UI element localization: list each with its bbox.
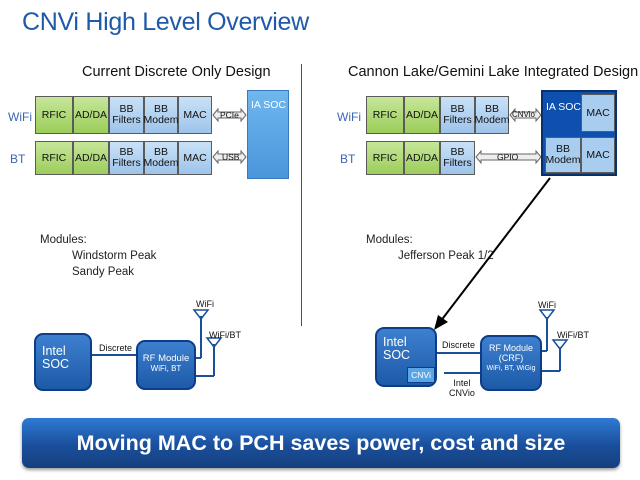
- right-wifi-label: WiFi: [337, 110, 361, 124]
- right-soc-mac-bt: MAC: [581, 137, 615, 173]
- left-ia-soc: IA SOC: [247, 90, 289, 179]
- left-bt-bb-filters: BB Filters: [109, 141, 144, 175]
- right-modules-heading: Modules:: [366, 234, 413, 246]
- left-wifi-rfic: RFIC: [35, 96, 73, 134]
- left-usb-label: USB: [222, 152, 240, 162]
- right-bt-adda: AD/DA: [404, 141, 440, 175]
- right-soc-mac: MAC: [581, 94, 615, 132]
- left-link-label: Discrete: [99, 343, 133, 353]
- right-rf-module: RF Module (CRF) WiFi, BT, WiGig: [480, 335, 542, 391]
- right-antenna-2-icon: [551, 339, 569, 351]
- right-intel-soc-label: Intel SOC: [383, 335, 411, 362]
- left-intel-soc: Intel SOC: [34, 333, 92, 391]
- left-wifi-mac: MAC: [178, 96, 212, 134]
- right-antenna-lines: [432, 309, 569, 374]
- left-wifi-bb-modem: BB Modem: [144, 96, 179, 134]
- right-cnvio-label: CNVio: [512, 110, 535, 119]
- left-bt-mac: MAC: [178, 141, 212, 175]
- left-module-item: Sandy Peak: [72, 266, 135, 278]
- left-wifi-bb-filters: BB Filters: [109, 96, 144, 134]
- right-rf-module-title: RF Module (CRF): [488, 343, 533, 363]
- right-bt-rfic: RFIC: [366, 141, 404, 175]
- left-bt-adda: AD/DA: [73, 141, 109, 175]
- integration-arrow: [434, 177, 551, 330]
- right-rf-module-sub: WiFi, BT, WiGig: [486, 365, 536, 372]
- left-bus-arrows: [212, 107, 247, 165]
- left-antenna-1-label: WiFi: [196, 299, 214, 309]
- left-wifi-label: WiFi: [8, 110, 32, 124]
- left-module-item: Windstorm Peak: [72, 250, 157, 262]
- left-antenna-1-icon: [192, 309, 210, 321]
- right-modules: Modules: Jefferson Peak 1/2: [366, 232, 494, 264]
- left-usb-arrow: [212, 149, 247, 165]
- left-rf-module-sub: WiFi, BT: [150, 364, 182, 373]
- left-bt-bb-modem: BB Modem: [144, 141, 179, 175]
- right-gpio-label: GPIO: [497, 152, 519, 162]
- summary-banner-text: Moving MAC to PCH saves power, cost and …: [76, 430, 566, 455]
- left-wifi-adda: AD/DA: [73, 96, 109, 134]
- right-heading: Cannon Lake/Gemini Lake Integrated Desig…: [348, 64, 639, 80]
- left-pcie-arrow: [212, 107, 247, 123]
- right-link-label-2: Intel CNVio: [449, 378, 475, 398]
- right-bt-bb-filters: BB Filters: [440, 141, 475, 175]
- right-soc-bb-modem: BB Modem: [545, 137, 581, 173]
- left-antenna-2-label: WiFi/BT: [209, 330, 241, 340]
- page-title: CNVi High Level Overview: [22, 8, 309, 36]
- left-modules-heading: Modules:: [40, 234, 87, 246]
- right-cnvi-tag: CNVi: [407, 367, 435, 383]
- right-antenna-1-label: WiFi: [538, 300, 556, 310]
- right-ia-soc: IA SOC MAC BB Modem MAC: [541, 90, 617, 176]
- left-antenna-2-icon: [205, 337, 223, 349]
- right-wifi-rfic: RFIC: [366, 96, 404, 134]
- left-bt-rfic: RFIC: [35, 141, 73, 175]
- left-heading: Current Discrete Only Design: [82, 64, 271, 80]
- left-bt-label: BT: [10, 152, 26, 166]
- left-pcie-label: PCIe: [220, 110, 239, 120]
- left-modules: Modules: Windstorm Peak Sandy Peak: [40, 232, 156, 280]
- right-wifi-bb-filters: BB Filters: [440, 96, 475, 134]
- right-wifi-adda: AD/DA: [404, 96, 440, 134]
- left-intel-soc-label: Intel SOC: [42, 344, 70, 371]
- center-divider: [301, 64, 302, 326]
- right-antenna-1-icon: [538, 309, 556, 321]
- right-intel-soc: Intel SOC CNVi: [375, 327, 437, 387]
- right-bt-label: BT: [340, 152, 356, 166]
- summary-banner: Moving MAC to PCH saves power, cost and …: [22, 418, 620, 468]
- right-ia-soc-label: IA SOC: [546, 101, 582, 113]
- right-bus-arrows: [475, 107, 542, 165]
- right-antenna-2-label: WiFi/BT: [557, 330, 589, 340]
- right-link-label: Discrete: [442, 340, 476, 350]
- right-wifi-bb-modem: BB Modem: [475, 96, 510, 134]
- left-rf-module-title: RF Module: [142, 353, 190, 364]
- left-ia-soc-label: IA SOC: [251, 99, 287, 111]
- left-rf-module: RF Module WiFi, BT: [136, 340, 196, 390]
- right-module-item: Jefferson Peak 1/2: [398, 250, 494, 262]
